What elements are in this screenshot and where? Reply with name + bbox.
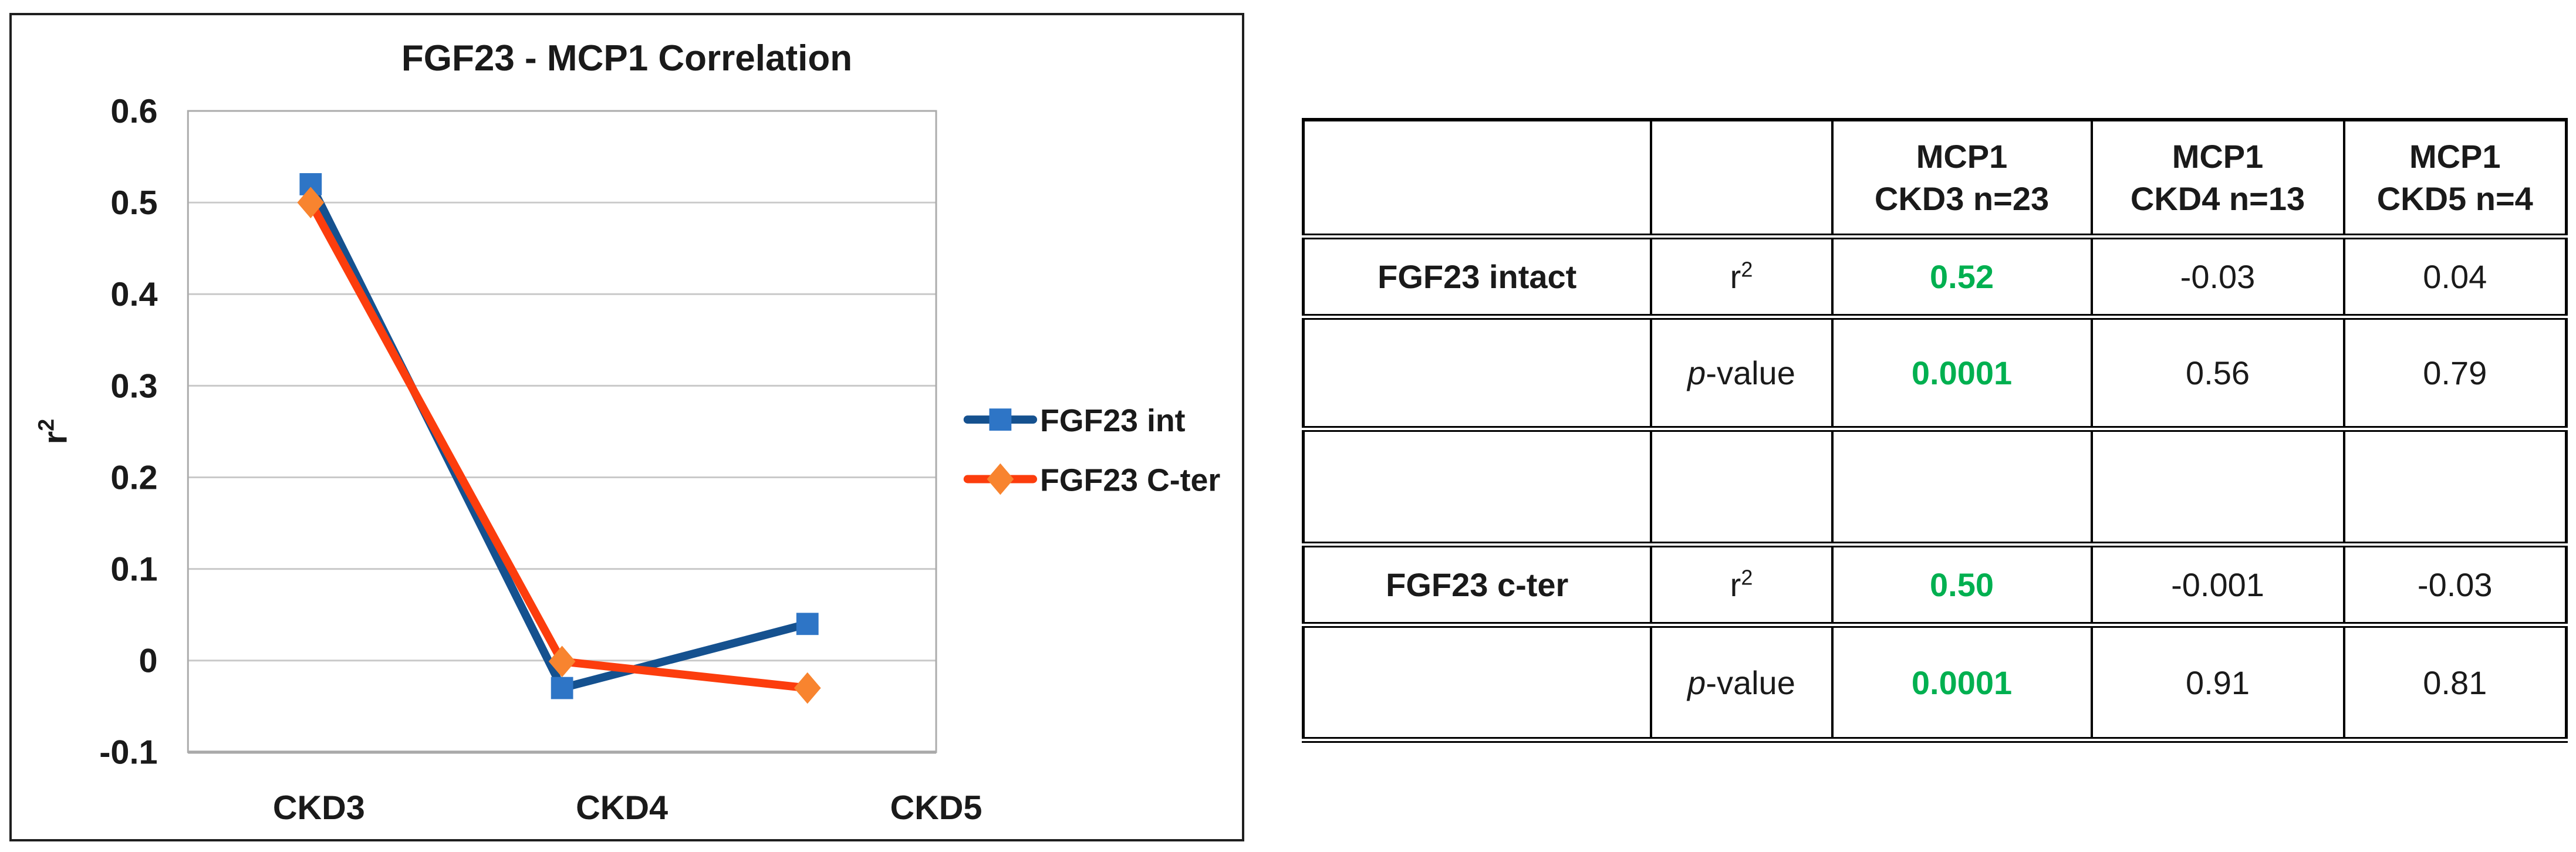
value-cell: 0.81: [2342, 625, 2568, 740]
series-line-fgf23-c-ter: [306, 198, 812, 692]
y-tick-label: 0: [139, 643, 157, 680]
x-tick-label: CKD3: [273, 789, 365, 827]
y-tick-label: 0.2: [110, 459, 157, 496]
row-label-cell: [1302, 625, 1652, 740]
y-axis-title: r2: [35, 419, 75, 444]
x-tick-label: CKD5: [890, 789, 983, 827]
row-label-cell: FGF23 c-ter: [1302, 545, 1652, 625]
data-point-marker: [548, 645, 576, 678]
value-cell: 0.56: [2090, 317, 2345, 429]
legend-marker: [987, 463, 1014, 495]
x-tick-label: CKD4: [576, 789, 668, 827]
chart-panel: FGF23 - MCP1 Correlation 0.6 0.5 0.4 0.3 0.2…: [9, 13, 1244, 841]
y-tick-label: 0.3: [110, 367, 157, 405]
y-tick-label: 0.5: [110, 184, 157, 222]
value-cell: 0.0001: [1831, 625, 2093, 740]
value-cell: [2342, 429, 2568, 545]
value-cell: [2090, 429, 2345, 545]
value-cell: [1831, 429, 2093, 545]
row-label-cell: FGF23 intact: [1302, 236, 1652, 317]
y-tick-label: 0.4: [110, 276, 157, 313]
plot-area: [187, 110, 937, 753]
value-cell: -0.03: [2090, 236, 2345, 317]
legend-item-label: FGF23 C-ter: [1040, 462, 1220, 498]
data-point-marker: [297, 187, 325, 219]
value-cell: 0.91: [2090, 625, 2345, 740]
value-cell: 0.52: [1831, 236, 2093, 317]
table-row: [1302, 429, 2568, 545]
stat-cell: [1649, 429, 1834, 545]
y-tick-label: -0.1: [99, 734, 157, 772]
stat-cell: r2: [1649, 545, 1834, 625]
value-cell: 0.04: [2342, 236, 2568, 317]
y-tick-label: 0.6: [110, 93, 157, 130]
value-cell: 0.79: [2342, 317, 2568, 429]
value-cell: -0.03: [2342, 545, 2568, 625]
series-line-fgf23-int: [306, 180, 812, 692]
value-cell: 0.0001: [1831, 317, 2093, 429]
legend-item-label: FGF23 int: [1040, 403, 1186, 438]
stat-cell: r2: [1649, 236, 1834, 317]
chart-title: FGF23 - MCP1 Correlation: [401, 38, 853, 79]
y-tick-label: 0.1: [110, 551, 157, 589]
stat-cell: p-value: [1649, 317, 1834, 429]
header-cell: [1649, 120, 1834, 236]
data-point-marker: [796, 613, 819, 635]
row-label-cell: [1302, 429, 1652, 545]
data-point-marker: [551, 677, 573, 699]
data-point-marker: [794, 672, 821, 704]
stat-cell: p-value: [1649, 625, 1834, 740]
row-label-cell: [1302, 317, 1652, 429]
header-cell: [1302, 120, 1652, 236]
value-cell: 0.50: [1831, 545, 2093, 625]
value-cell: -0.001: [2090, 545, 2345, 625]
legend-marker: [989, 408, 1012, 431]
